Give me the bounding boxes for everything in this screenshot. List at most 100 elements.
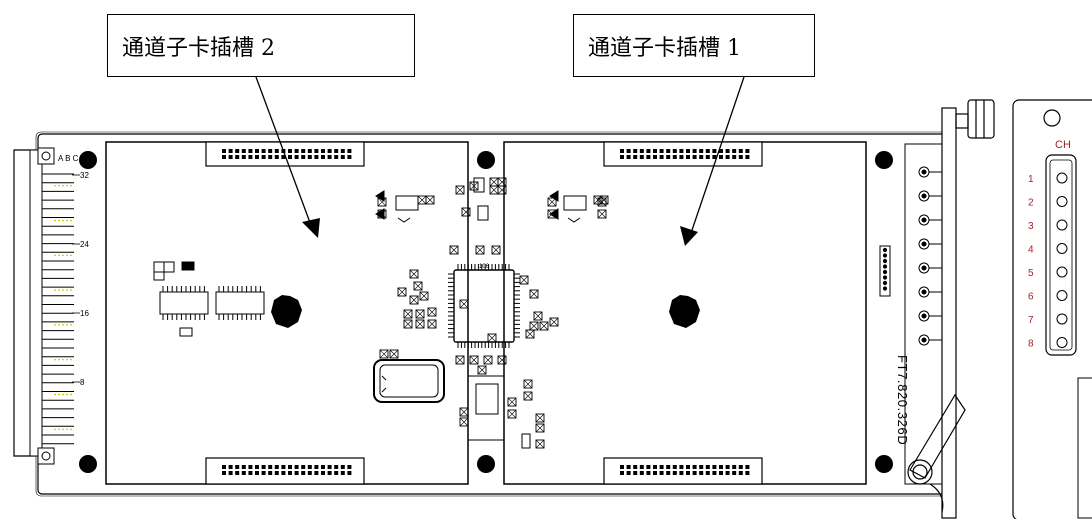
header-pin — [340, 471, 345, 475]
header-pin — [222, 465, 226, 469]
header-pin — [653, 471, 657, 475]
header-pin — [294, 471, 299, 475]
led-core — [921, 193, 927, 199]
header-pin — [228, 465, 233, 469]
header-pin — [639, 471, 644, 475]
header-pin — [712, 471, 717, 475]
header-pin — [334, 155, 339, 159]
smd-pad — [389, 349, 399, 359]
smd-pad — [459, 299, 469, 309]
edge-connector: A B C 32 24 16 8 — [13, 147, 89, 465]
smd-pad-mark — [489, 185, 499, 195]
smd-pad-mark — [455, 185, 465, 195]
header-pin — [235, 149, 240, 153]
part-number-label: FT7.820.326D — [895, 355, 910, 445]
header-pin — [686, 465, 690, 469]
header-pin — [321, 155, 325, 159]
smd-pad — [459, 417, 469, 427]
smd-pad — [529, 289, 539, 299]
header-pin — [653, 149, 657, 153]
smd-pad-mark — [523, 379, 533, 389]
center-components: 106 — [373, 177, 587, 449]
pin-mark-32: 32 — [80, 171, 89, 180]
smd-pad — [535, 413, 545, 423]
header-pin — [712, 465, 717, 469]
smd-pad — [427, 319, 437, 329]
header-pin — [255, 155, 259, 159]
header-pin — [228, 471, 233, 475]
header-pin — [672, 471, 677, 475]
channel-indicator-2 — [1056, 196, 1068, 207]
smd-pad-mark — [379, 349, 389, 359]
header-pin — [659, 155, 664, 159]
smd-pad — [523, 391, 533, 401]
smd-pad-mark — [489, 177, 499, 187]
resistor-pin — [882, 280, 888, 286]
smd-pad-mark — [419, 291, 429, 301]
header-pin — [347, 465, 352, 469]
header-pin — [745, 155, 750, 159]
header-pin — [294, 155, 299, 159]
header-pin — [268, 155, 273, 159]
smd-pad-mark — [523, 391, 533, 401]
smd-pad — [547, 209, 557, 219]
smd-pad-mark — [535, 439, 545, 449]
led-column — [879, 143, 948, 485]
header-pin — [301, 149, 306, 153]
smd-pad — [403, 309, 413, 319]
header-pin — [241, 471, 246, 475]
header-pin — [639, 465, 644, 469]
smd-pad — [469, 355, 479, 365]
smd-pad — [449, 245, 459, 255]
channel-label-4: 4 — [1028, 245, 1034, 256]
header-pin — [719, 465, 723, 469]
smd-pad — [397, 287, 407, 297]
header-pin — [255, 471, 259, 475]
smd-pad-mark — [487, 333, 497, 343]
smd-pad-mark — [389, 349, 399, 359]
header-pin — [666, 149, 671, 153]
smd-pad-mark — [415, 319, 425, 329]
smd-pad — [483, 355, 493, 365]
header-pin — [228, 149, 233, 153]
header-pin — [653, 155, 657, 159]
pin-mark-8: 8 — [80, 378, 85, 387]
header-pin — [314, 471, 319, 475]
smd-pad-mark — [529, 289, 539, 299]
header-pin — [745, 471, 750, 475]
main-chip-label: 106 — [479, 264, 490, 270]
smd-pad — [507, 397, 517, 407]
header-pin — [699, 471, 704, 475]
header-pin — [679, 149, 684, 153]
smd-pad-mark — [413, 281, 423, 291]
header-pin — [705, 149, 710, 153]
header-pin — [261, 149, 266, 153]
header-pin — [719, 155, 723, 159]
smd-pad — [491, 245, 501, 255]
header-pin — [334, 471, 339, 475]
header-pin — [738, 465, 743, 469]
header-pin — [241, 149, 246, 153]
header-pin — [719, 471, 723, 475]
smd-pad — [427, 307, 437, 317]
header-pin — [633, 471, 638, 475]
smd-pad-mark — [475, 245, 485, 255]
smd-pad — [461, 207, 471, 217]
header-pin — [327, 465, 332, 469]
header-pin — [666, 471, 671, 475]
smd-pad-mark — [477, 365, 487, 375]
smd-pad-mark — [459, 417, 469, 427]
header-pin — [686, 155, 690, 159]
header-pin — [725, 149, 730, 153]
header-pin — [738, 149, 743, 153]
resistor-pin — [882, 258, 888, 264]
smd-pad — [379, 349, 389, 359]
resistor-pin — [882, 253, 888, 258]
smd-pad — [489, 185, 499, 195]
channel-indicator-4 — [1056, 243, 1068, 254]
resistor-pin — [882, 286, 888, 291]
smd-pad — [377, 197, 387, 207]
header-pin — [321, 465, 325, 469]
faceplate — [907, 99, 995, 519]
header-pin — [241, 155, 246, 159]
